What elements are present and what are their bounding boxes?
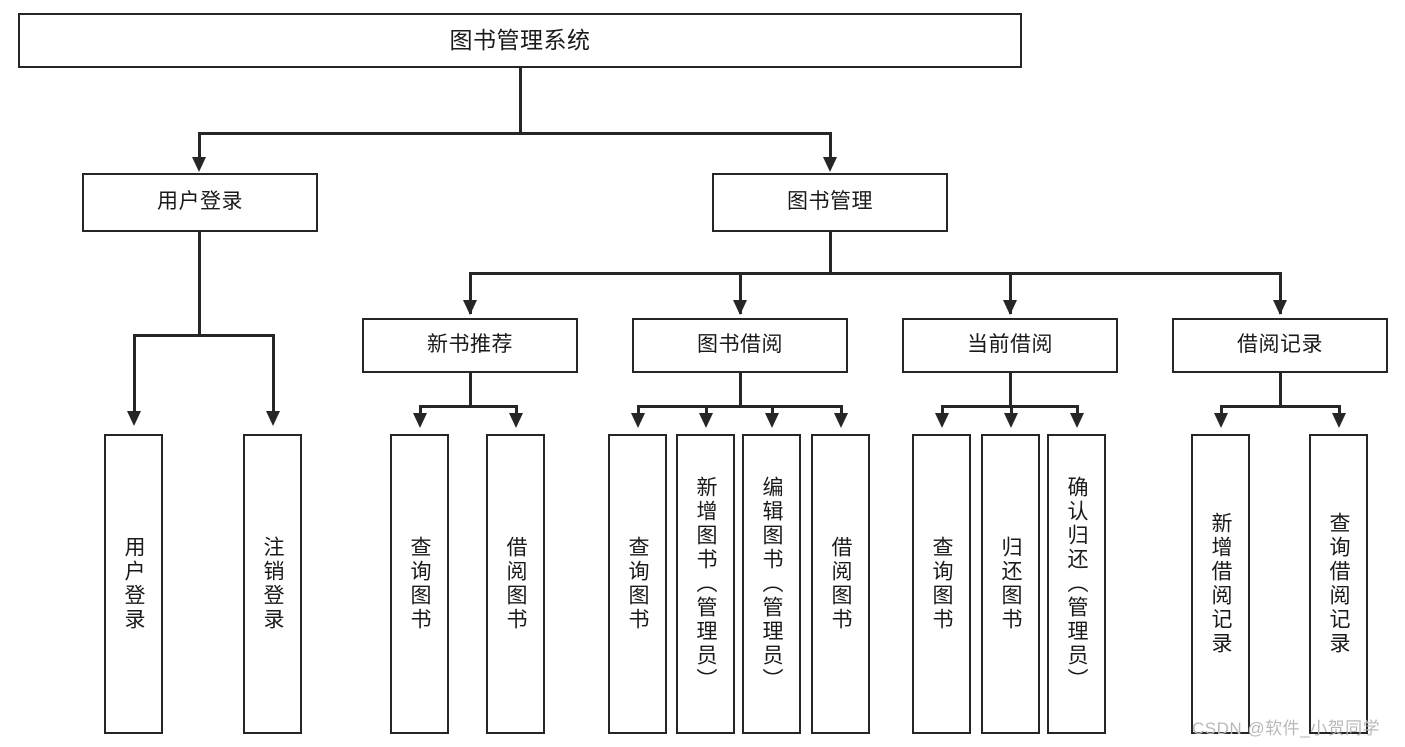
- node-label: 借阅记录: [1237, 333, 1323, 357]
- leaf-add-book-admin[interactable]: 新增图书（管理员）: [676, 434, 735, 734]
- edge-book-mgmt-bus: [469, 272, 1281, 275]
- arrowhead-borrow-leaf-2: [699, 413, 713, 428]
- leaf-borrow-books-new[interactable]: 借阅图书: [486, 434, 545, 734]
- edge-book-mgmt-to-new-books: [469, 272, 472, 314]
- edge-root-to-book-mgmt: [829, 132, 832, 161]
- arrowhead-current-leaf-1: [935, 413, 949, 428]
- edge-user-login-to-leaf-2: [272, 334, 275, 415]
- leaf-add-borrow-record[interactable]: 新增借阅记录: [1191, 434, 1250, 734]
- arrowhead-current-leaf-3: [1070, 413, 1084, 428]
- edge-borrow-to-leaf-2: [705, 405, 708, 417]
- node-label: 借阅图书: [829, 536, 852, 632]
- arrowhead-root-to-book-mgmt: [823, 157, 837, 172]
- node-label: 注销登录: [261, 536, 284, 632]
- arrowhead-user-login-leaf-2: [266, 411, 280, 426]
- edge-root-to-user-login: [198, 132, 201, 161]
- edge-book-mgmt-stem: [829, 232, 832, 274]
- node-label: 确认归还（管理员）: [1065, 476, 1088, 692]
- leaf-edit-book-admin[interactable]: 编辑图书（管理员）: [742, 434, 801, 734]
- edge-current-to-leaf-1: [941, 405, 944, 417]
- node-book-borrow[interactable]: 图书借阅: [632, 318, 848, 373]
- arrowhead-borrow-leaf-4: [834, 413, 848, 428]
- arrowhead-new-books-leaf-1: [413, 413, 427, 428]
- node-label: 借阅图书: [504, 536, 527, 632]
- leaf-user-login[interactable]: 用户登录: [104, 434, 163, 734]
- edge-root-bus: [198, 132, 832, 135]
- edge-new-books-stem: [469, 373, 472, 407]
- edge-new-books-to-leaf-1: [419, 405, 422, 417]
- arrowhead-borrow-leaf-1: [631, 413, 645, 428]
- edge-user-login-bus: [133, 334, 274, 337]
- edge-borrow-bus: [637, 405, 842, 408]
- edge-borrow-to-leaf-4: [840, 405, 843, 417]
- node-label: 用户登录: [122, 536, 145, 632]
- node-label: 用户登录: [157, 190, 243, 214]
- arrowhead-records-leaf-1: [1214, 413, 1228, 428]
- edge-current-stem: [1009, 373, 1012, 407]
- node-root-system[interactable]: 图书管理系统: [18, 13, 1022, 68]
- node-book-management[interactable]: 图书管理: [712, 173, 948, 232]
- node-label: 查询图书: [408, 536, 431, 632]
- arrowhead-current-leaf-2: [1004, 413, 1018, 428]
- edge-borrow-to-leaf-3: [771, 405, 774, 417]
- edge-borrow-to-leaf-1: [637, 405, 640, 417]
- node-borrow-records[interactable]: 借阅记录: [1172, 318, 1388, 373]
- edge-current-bus: [941, 405, 1078, 408]
- node-label: 新增图书（管理员）: [694, 476, 717, 692]
- arrowhead-book-mgmt-current: [1003, 300, 1017, 315]
- arrowhead-root-to-user-login: [192, 157, 206, 172]
- arrowhead-book-mgmt-new-books: [463, 300, 477, 315]
- leaf-query-books-current[interactable]: 查询图书: [912, 434, 971, 734]
- node-label: 图书借阅: [697, 333, 783, 357]
- node-label: 图书管理系统: [449, 27, 591, 54]
- edge-records-to-leaf-2: [1338, 405, 1341, 417]
- arrowhead-new-books-leaf-2: [509, 413, 523, 428]
- edge-records-to-leaf-1: [1220, 405, 1223, 417]
- arrowhead-user-login-leaf-1: [127, 411, 141, 426]
- node-new-book-recommend[interactable]: 新书推荐: [362, 318, 578, 373]
- arrowhead-records-leaf-2: [1332, 413, 1346, 428]
- leaf-logout[interactable]: 注销登录: [243, 434, 302, 734]
- node-label: 查询借阅记录: [1327, 512, 1350, 656]
- node-label: 当前借阅: [967, 333, 1053, 357]
- node-label: 查询图书: [626, 536, 649, 632]
- edge-book-mgmt-to-borrow: [739, 272, 742, 314]
- arrowhead-borrow-leaf-3: [765, 413, 779, 428]
- edge-borrow-stem: [739, 373, 742, 407]
- node-current-borrow[interactable]: 当前借阅: [902, 318, 1118, 373]
- edge-user-login-to-leaf-1: [133, 334, 136, 415]
- arrowhead-book-mgmt-records: [1273, 300, 1287, 315]
- arrowhead-book-mgmt-borrow: [733, 300, 747, 315]
- edge-root-stem: [519, 68, 522, 134]
- edge-current-to-leaf-2: [1010, 405, 1013, 417]
- edge-book-mgmt-to-records: [1279, 272, 1282, 314]
- node-label: 查询图书: [930, 536, 953, 632]
- edge-book-mgmt-to-current: [1009, 272, 1012, 314]
- node-label: 编辑图书（管理员）: [760, 476, 783, 692]
- leaf-query-borrow-record[interactable]: 查询借阅记录: [1309, 434, 1368, 734]
- node-label: 新增借阅记录: [1209, 512, 1232, 656]
- edge-records-stem: [1279, 373, 1282, 407]
- edge-new-books-bus: [419, 405, 517, 408]
- edge-current-to-leaf-3: [1076, 405, 1079, 417]
- edge-records-bus: [1220, 405, 1340, 408]
- edge-user-login-stem: [198, 232, 201, 336]
- leaf-return-books[interactable]: 归还图书: [981, 434, 1040, 734]
- node-user-login[interactable]: 用户登录: [82, 173, 318, 232]
- node-label: 新书推荐: [427, 333, 513, 357]
- leaf-query-books-borrow[interactable]: 查询图书: [608, 434, 667, 734]
- node-label: 归还图书: [999, 536, 1022, 632]
- edge-new-books-to-leaf-2: [515, 405, 518, 417]
- leaf-confirm-return-admin[interactable]: 确认归还（管理员）: [1047, 434, 1106, 734]
- leaf-borrow-books[interactable]: 借阅图书: [811, 434, 870, 734]
- leaf-query-books-new[interactable]: 查询图书: [390, 434, 449, 734]
- node-label: 图书管理: [787, 190, 873, 214]
